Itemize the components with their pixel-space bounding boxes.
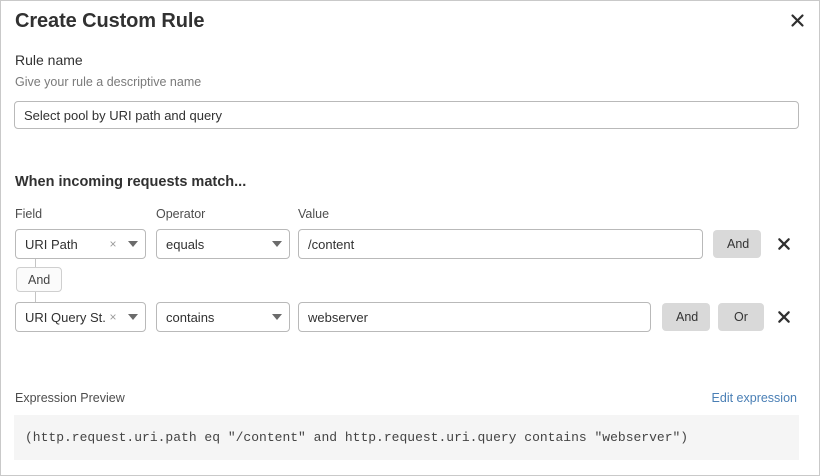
chevron-down-icon[interactable]: [265, 314, 289, 320]
edit-expression-link[interactable]: Edit expression: [711, 391, 797, 405]
clear-icon[interactable]: ×: [109, 310, 117, 324]
field-select-1-value: URI Path: [25, 236, 78, 252]
expression-preview-label: Expression Preview: [15, 391, 125, 405]
conditions-heading: When incoming requests match...: [15, 174, 247, 190]
chevron-down-icon[interactable]: [121, 241, 145, 247]
rule-name-label: Rule name: [15, 52, 83, 68]
field-select-2[interactable]: URI Query St... ×: [15, 302, 146, 332]
expression-preview-code: (http.request.uri.path eq "/content" and…: [14, 415, 799, 460]
operator-select-1[interactable]: equals: [156, 229, 290, 259]
and-button-1[interactable]: And: [713, 230, 761, 258]
and-button-2[interactable]: And: [662, 303, 710, 331]
delete-condition-button-1[interactable]: [773, 233, 795, 255]
chevron-down-icon[interactable]: [121, 314, 145, 320]
close-icon: [790, 13, 804, 27]
operator-select-2-value: contains: [166, 309, 215, 325]
chevron-down-icon[interactable]: [265, 241, 289, 247]
rule-name-hint: Give your rule a descriptive name: [15, 75, 202, 89]
or-button-2[interactable]: Or: [718, 303, 764, 331]
close-icon: [778, 311, 790, 323]
value-input-2[interactable]: [298, 302, 651, 332]
column-header-field: Field: [15, 207, 43, 221]
close-dialog-button[interactable]: [785, 8, 809, 32]
delete-condition-button-2[interactable]: [773, 306, 795, 328]
field-select-1[interactable]: URI Path ×: [15, 229, 146, 259]
value-input-1[interactable]: [298, 229, 703, 259]
condition-connector-and[interactable]: And: [16, 267, 63, 292]
operator-select-1-value: equals: [166, 236, 205, 252]
operator-select-2[interactable]: contains: [156, 302, 290, 332]
column-header-operator: Operator: [156, 207, 206, 221]
column-header-value: Value: [298, 207, 330, 221]
clear-icon[interactable]: ×: [109, 237, 117, 251]
close-icon: [778, 238, 790, 250]
rule-name-input[interactable]: [14, 101, 799, 129]
field-select-2-value: URI Query St...: [25, 309, 105, 325]
dialog-title: Create Custom Rule: [15, 10, 205, 32]
